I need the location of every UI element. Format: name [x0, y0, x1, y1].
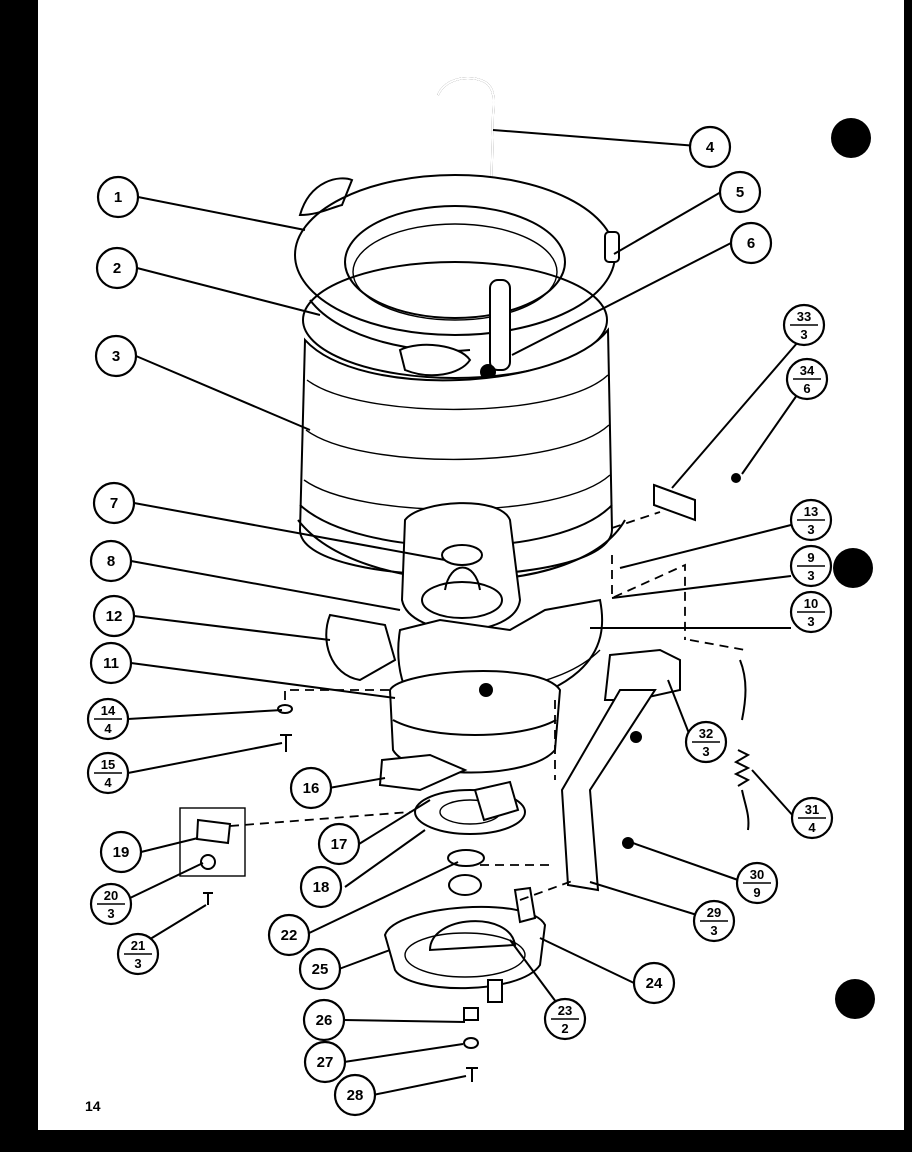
- svg-text:2: 2: [113, 260, 121, 277]
- svg-text:33: 33: [797, 309, 811, 324]
- callout-17: 17: [317, 822, 361, 866]
- svg-text:3: 3: [710, 923, 717, 938]
- svg-text:25: 25: [312, 961, 329, 978]
- svg-text:26: 26: [316, 1012, 333, 1029]
- svg-text:32: 32: [699, 726, 713, 741]
- callout-18: 18: [299, 865, 343, 909]
- bottom-scan-edge: [0, 1130, 912, 1152]
- svg-text:9: 9: [753, 885, 760, 900]
- svg-text:3: 3: [807, 568, 814, 583]
- svg-text:21: 21: [131, 938, 145, 953]
- svg-text:3: 3: [107, 906, 114, 921]
- callout-4: 4: [688, 125, 732, 169]
- callout-25: 25: [298, 947, 342, 991]
- svg-text:18: 18: [313, 879, 330, 896]
- svg-text:3: 3: [112, 348, 120, 365]
- svg-text:22: 22: [281, 927, 298, 944]
- callout-14-4: 144: [86, 697, 130, 741]
- callout-27: 27: [303, 1040, 347, 1084]
- svg-text:1: 1: [114, 189, 122, 206]
- callout-13-3: 133: [789, 498, 833, 542]
- callout-30-9: 309: [735, 861, 779, 905]
- svg-text:20: 20: [104, 888, 118, 903]
- callout-34-6: 346: [785, 357, 829, 401]
- callout-29-3: 293: [692, 899, 736, 943]
- svg-text:34: 34: [800, 363, 815, 378]
- svg-text:3: 3: [702, 744, 709, 759]
- callout-32-3: 323: [684, 720, 728, 764]
- svg-text:4: 4: [104, 775, 112, 790]
- callout-20-3: 203: [89, 882, 133, 926]
- svg-text:17: 17: [331, 836, 348, 853]
- callout-23-2: 232: [543, 997, 587, 1041]
- svg-text:3: 3: [134, 956, 141, 971]
- svg-text:24: 24: [646, 975, 663, 992]
- callout-33-3: 333: [782, 303, 826, 347]
- callout-21-3: 213: [116, 932, 160, 976]
- callout-28: 28: [333, 1073, 377, 1117]
- callout-3: 3: [94, 334, 138, 378]
- svg-text:13: 13: [804, 504, 818, 519]
- svg-text:2: 2: [561, 1021, 568, 1036]
- svg-text:12: 12: [106, 608, 123, 625]
- callout-15-4: 154: [86, 751, 130, 795]
- svg-text:23: 23: [558, 1003, 572, 1018]
- svg-text:3: 3: [807, 522, 814, 537]
- svg-text:4: 4: [808, 820, 816, 835]
- svg-text:6: 6: [747, 235, 755, 252]
- callout-11: 11: [89, 641, 133, 685]
- svg-text:3: 3: [807, 614, 814, 629]
- svg-text:16: 16: [303, 780, 320, 797]
- callout-24: 24: [632, 961, 676, 1005]
- svg-text:15: 15: [101, 757, 115, 772]
- svg-text:3: 3: [800, 327, 807, 342]
- callout-26: 26: [302, 998, 346, 1042]
- callout-19: 19: [99, 830, 143, 874]
- svg-text:6: 6: [803, 381, 810, 396]
- callout-2: 2: [95, 246, 139, 290]
- leader-lines: [127, 129, 805, 1096]
- page-number: 14: [85, 1098, 101, 1114]
- svg-text:29: 29: [707, 905, 721, 920]
- svg-text:7: 7: [110, 495, 118, 512]
- binder-hole-middle: [833, 548, 873, 588]
- callout-1: 1: [96, 175, 140, 219]
- binder-hole-top: [831, 118, 871, 158]
- svg-text:9: 9: [807, 550, 814, 565]
- binder-hole-bottom: [835, 979, 875, 1019]
- callout-9-3: 93: [789, 544, 833, 588]
- svg-text:14: 14: [101, 703, 116, 718]
- svg-text:4: 4: [706, 139, 715, 156]
- svg-text:30: 30: [750, 867, 764, 882]
- svg-text:31: 31: [805, 802, 819, 817]
- svg-text:19: 19: [113, 844, 130, 861]
- callout-7: 7: [92, 481, 136, 525]
- callout-8: 8: [89, 539, 133, 583]
- svg-text:11: 11: [103, 655, 119, 672]
- callout-6: 6: [729, 221, 773, 265]
- washer-parts-drawing: [179, 77, 751, 1082]
- svg-text:10: 10: [804, 596, 818, 611]
- svg-text:8: 8: [107, 553, 115, 570]
- callout-5: 5: [718, 170, 762, 214]
- callout-12: 12: [92, 594, 136, 638]
- svg-text:27: 27: [317, 1054, 334, 1071]
- callout-16: 16: [289, 766, 333, 810]
- callout-22: 22: [267, 913, 311, 957]
- svg-text:4: 4: [104, 721, 112, 736]
- callout-10-3: 103: [789, 590, 833, 634]
- svg-text:28: 28: [347, 1087, 364, 1104]
- svg-text:5: 5: [736, 184, 744, 201]
- callout-31-4: 314: [790, 796, 834, 840]
